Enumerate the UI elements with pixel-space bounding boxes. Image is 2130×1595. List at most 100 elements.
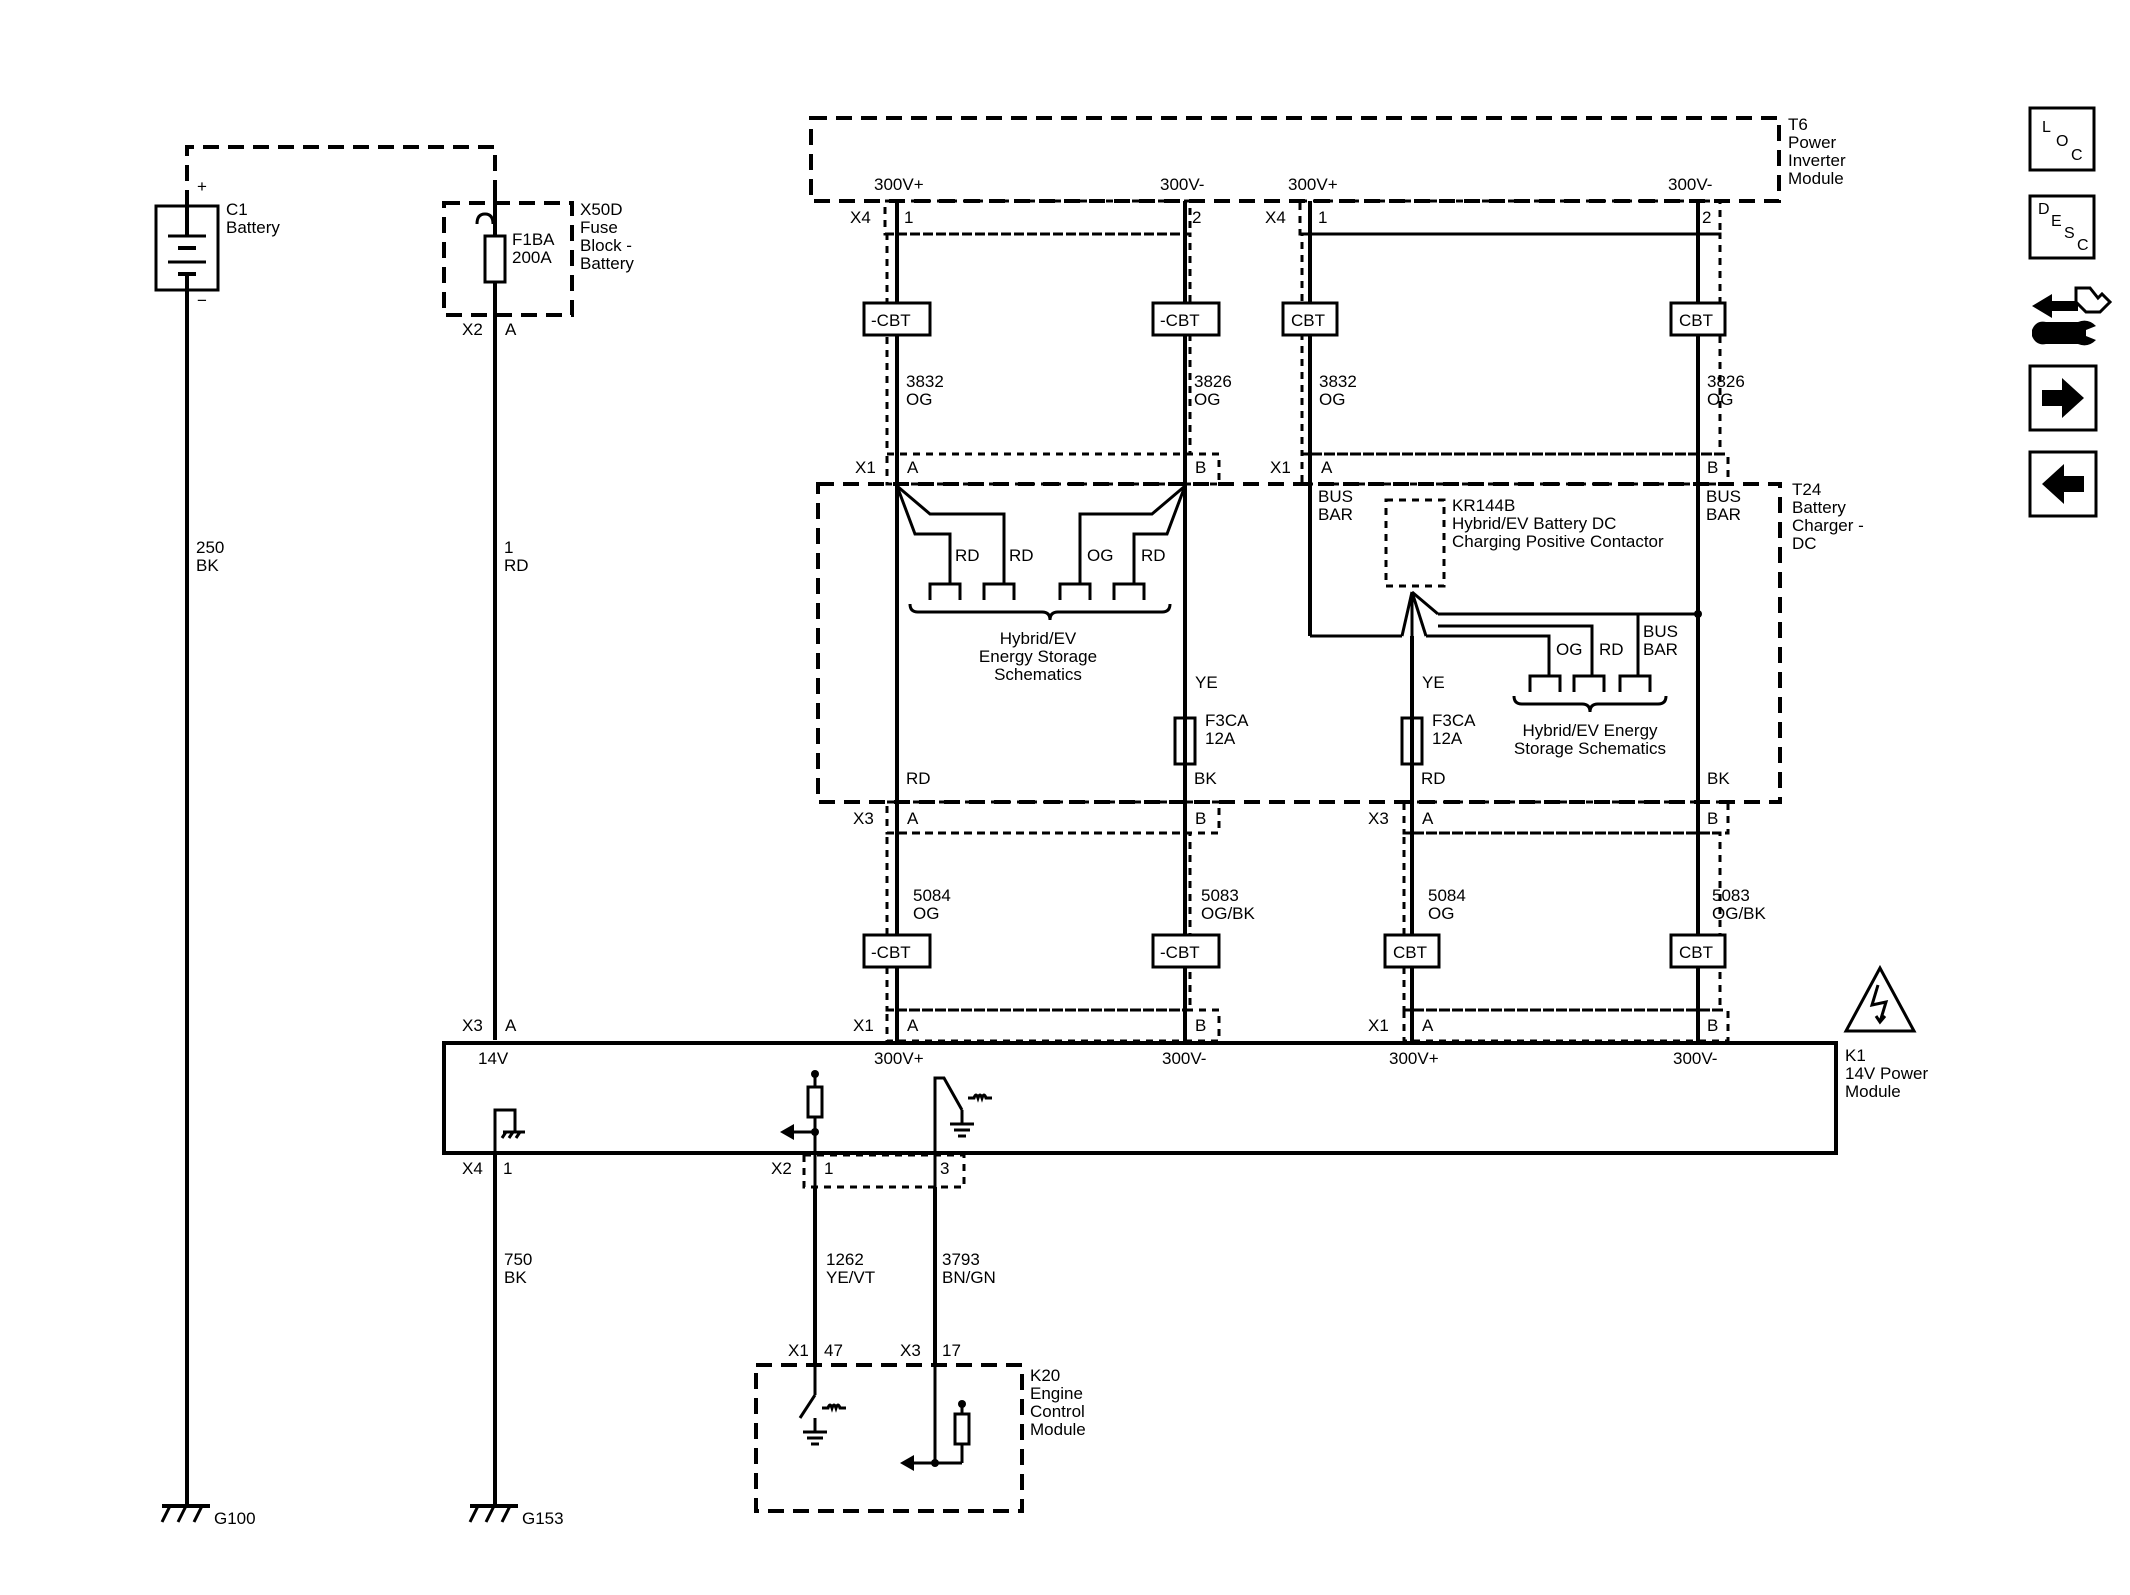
inverter-300vm-1: 300V- (1160, 175, 1204, 194)
svg-text:CBT: CBT (1291, 311, 1325, 330)
inverter-ref: T6 (1788, 115, 1808, 134)
ecm-ref: K20 (1030, 1366, 1060, 1385)
k1-x3-pin: A (505, 1016, 517, 1035)
hev-left-text-3: Schematics (994, 665, 1082, 684)
battery-c1: + − C1 Battery (154, 177, 280, 310)
svg-text:CBT: CBT (1679, 311, 1713, 330)
cbt-lower-4: CBT (1669, 933, 1727, 969)
ecm-name-1: Engine (1030, 1384, 1083, 1403)
wire-3832b-color: OG (1319, 390, 1345, 409)
inverter-x4-a: X4 (850, 208, 871, 227)
previous-page-button[interactable] (2028, 450, 2098, 518)
inverter-300vm-2: 300V- (1668, 175, 1712, 194)
charger-ref: T24 (1792, 480, 1821, 499)
contactor-name-2: Charging Positive Contactor (1452, 532, 1664, 551)
charger-name-1: Battery (1792, 498, 1846, 517)
fuse-right-rating: 12A (1432, 729, 1463, 748)
hev-right-bus: BUS (1643, 622, 1678, 641)
wire-1-color: RD (504, 556, 529, 575)
svg-text:-CBT: -CBT (871, 943, 911, 962)
battery-minus: − (197, 291, 207, 310)
fuse-f1ba-ref: F1BA (512, 230, 555, 249)
svg-text:O: O (2056, 133, 2068, 150)
k1-x1-pin-a-2: A (1422, 1016, 1434, 1035)
wire-3832b-circuit: 3832 (1319, 372, 1357, 391)
charger-wire-bk-left: BK (1194, 769, 1217, 788)
charger-pin-a-1: A (907, 458, 919, 477)
fuse-left-wire-ye: YE (1195, 673, 1218, 692)
charger-x1-b: X1 (1270, 458, 1291, 477)
hev-right-text-2: Storage Schematics (1514, 739, 1666, 758)
fuse-right-ref: F3CA (1432, 711, 1476, 730)
k1-300vp-2: 300V+ (1389, 1049, 1439, 1068)
k1-300vm-2: 300V- (1673, 1049, 1717, 1068)
contactor-ref: KR144B (1452, 496, 1515, 515)
svg-text:C: C (2071, 147, 2083, 164)
charger-x3-pin-a-2: A (1422, 809, 1434, 828)
battery-plus: + (197, 177, 207, 196)
k1-x3-conn: X3 (462, 1016, 483, 1035)
charger-name-2: Charger - (1792, 516, 1864, 535)
hev-left-text-2: Energy Storage (979, 647, 1097, 666)
charger-pin-b-1: B (1195, 458, 1206, 477)
svg-text:CBT: CBT (1393, 943, 1427, 962)
wire-5083a-circuit: 5083 (1201, 886, 1239, 905)
fuse-f1ba-rating: 200A (512, 248, 552, 267)
inverter-t6: T6 Power Inverter Module 300V+ 300V- 300… (809, 115, 1846, 236)
k1-x1-pin-b-2: B (1707, 1016, 1718, 1035)
svg-text:CBT: CBT (1679, 943, 1713, 962)
k1-300vm-1: 300V- (1162, 1049, 1206, 1068)
ecm-pin17: 17 (942, 1341, 961, 1360)
location-button[interactable]: L O C (2028, 106, 2096, 172)
hev-left-rd-3: RD (1141, 546, 1166, 565)
wire-250-circuit: 250 (196, 538, 224, 557)
bus-bar-left-2: BAR (1318, 505, 1353, 524)
inverter-pin1-b: 1 (1318, 208, 1327, 227)
charger-x1-a: X1 (855, 458, 876, 477)
ecm-x1-conn: X1 (788, 1341, 809, 1360)
ecm-k20: X1 47 X3 17 K20 Engine Control Module (754, 1341, 1086, 1513)
svg-text:D: D (2038, 201, 2050, 218)
inverter-name-3: Module (1788, 169, 1844, 188)
hev-left-text-1: Hybrid/EV (1000, 629, 1077, 648)
description-button[interactable]: D E S C (2028, 194, 2096, 260)
fuse-block-name-2: Block - (580, 236, 632, 255)
charger-wire-rd-left: RD (906, 769, 931, 788)
k1-name-2: Module (1845, 1082, 1901, 1101)
k1-x4-pin: 1 (503, 1159, 512, 1178)
k1-name-1: 14V Power (1845, 1064, 1928, 1083)
wire-3826a-circuit: 3826 (1194, 372, 1232, 391)
hev-left-rd-1: RD (955, 546, 980, 565)
wire-3793-color: BN/GN (942, 1268, 996, 1287)
k1-x1-pin-a-1: A (907, 1016, 919, 1035)
charger-wire-bk-right: BK (1707, 769, 1730, 788)
k1-x2-pin1: 1 (824, 1159, 833, 1178)
wire-1-circuit: 1 (504, 538, 513, 557)
fuse-block-x50d: F1BA 200A X50D Fuse Block - Battery X2 A (442, 196, 634, 339)
bus-bar-right-1: BUS (1706, 487, 1741, 506)
charger-x3-pin-b-1: B (1195, 809, 1206, 828)
fuse-block-name-1: Fuse (580, 218, 618, 237)
next-page-button[interactable] (2028, 364, 2098, 432)
wire-3826b-color: OG (1707, 390, 1733, 409)
inverter-pin2-b: 2 (1702, 208, 1711, 227)
battery-name: Battery (226, 218, 280, 237)
wire-1262-color: YE/VT (826, 1268, 875, 1287)
wire-750-circuit: 750 (504, 1250, 532, 1269)
cbt-upper-2: -CBT (1151, 301, 1221, 337)
k1-x1-pin-b-1: B (1195, 1016, 1206, 1035)
bus-bar-right-2: BAR (1706, 505, 1741, 524)
hev-left-rd-2: RD (1009, 546, 1034, 565)
svg-text:E: E (2051, 213, 2062, 230)
cbt-lower-3: CBT (1383, 933, 1441, 969)
wire-5084a-circuit: 5084 (913, 886, 951, 905)
charger-wire-rd-right: RD (1421, 769, 1446, 788)
k1-x2-conn: X2 (771, 1159, 792, 1178)
cbt-upper-4: CBT (1669, 301, 1727, 337)
inverter-pin1-a: 1 (904, 208, 913, 227)
svg-text:-CBT: -CBT (1160, 943, 1200, 962)
wire-3793-circuit: 3793 (942, 1250, 980, 1269)
fuse-left-rating: 12A (1205, 729, 1236, 748)
connector-repair-icon[interactable] (2032, 286, 2113, 346)
cbt-upper-3: CBT (1281, 301, 1339, 337)
